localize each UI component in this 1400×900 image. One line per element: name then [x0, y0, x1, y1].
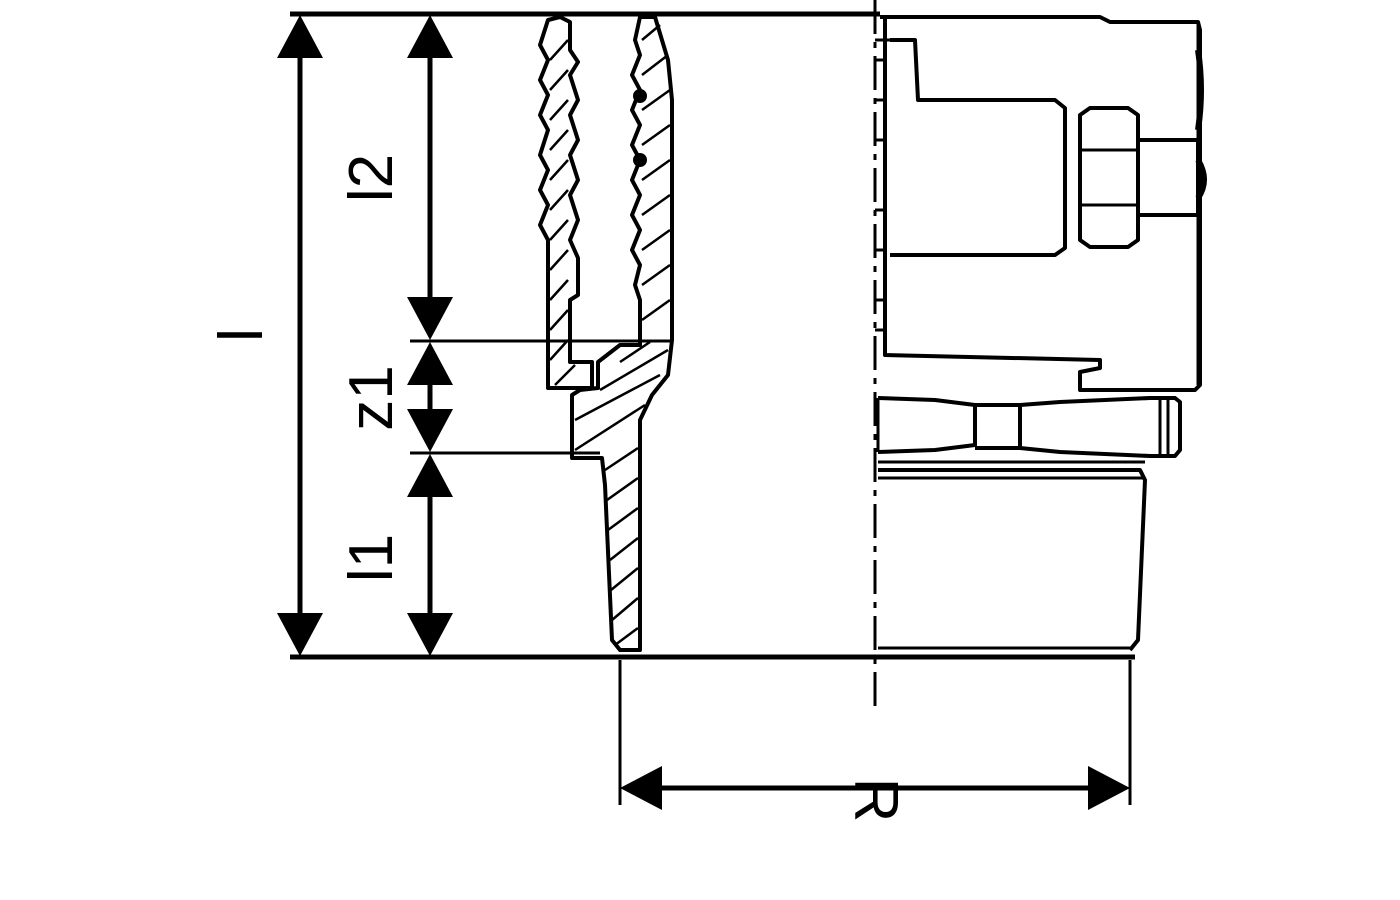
o-ring-lower	[633, 153, 647, 167]
press-sleeve	[538, 15, 594, 390]
dimension-offset	[407, 342, 453, 452]
label-thread-length: l1	[337, 534, 406, 582]
label-thread-size: R	[841, 778, 910, 823]
label-press-length: l2	[337, 154, 406, 202]
thread-body	[878, 468, 1147, 652]
hatching-sleeve	[549, 39, 576, 386]
dimension-thread-length	[407, 454, 453, 656]
o-ring-upper	[633, 89, 647, 103]
housing-notches	[875, 38, 885, 332]
dimension-press-length	[407, 15, 453, 340]
exterior-view	[875, 15, 1207, 652]
hatching-insert	[574, 24, 671, 647]
housing-bracket	[890, 38, 1067, 257]
label-overall-length: l	[207, 328, 276, 342]
dimension-overall-length	[277, 15, 323, 656]
hex-nut	[1078, 106, 1140, 249]
inner-insert	[570, 15, 674, 652]
bolt	[1138, 138, 1200, 217]
sleeve-housing	[880, 15, 1202, 392]
reference-lines	[290, 11, 1135, 660]
collar-ring	[877, 396, 977, 454]
label-offset: z1	[337, 365, 406, 430]
dimension-thread-size	[618, 660, 1132, 810]
section-view	[538, 15, 674, 652]
